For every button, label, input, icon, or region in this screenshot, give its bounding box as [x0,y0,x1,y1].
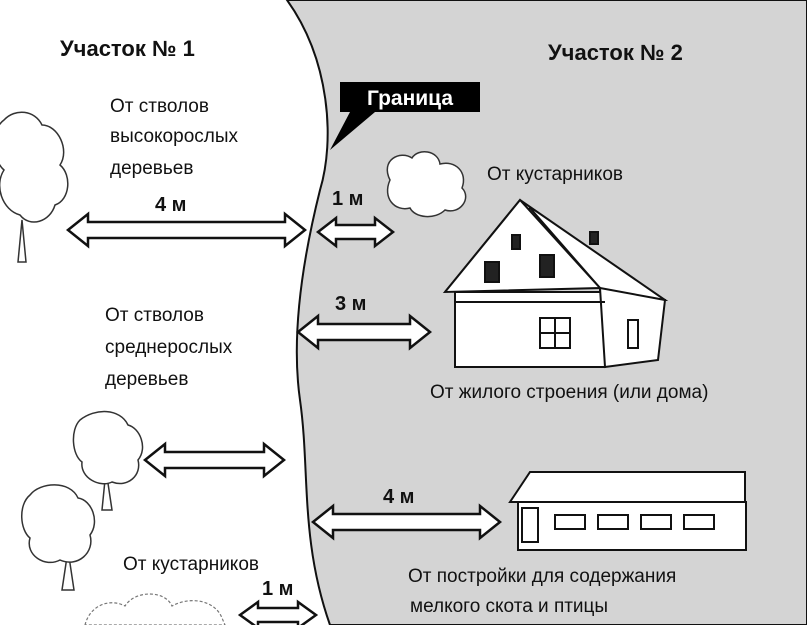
tall-trees-label-1: От стволов [110,96,209,117]
shrubs-left-label: От кустарников [123,554,259,575]
barn-distance: 4 м [383,486,414,508]
tall-trees-label-2: высокорослых [110,126,238,147]
medium-trees-label-3: деревьев [105,369,188,390]
tall-trees-label-3: деревьев [110,158,193,179]
medium-trees-label-1: От стволов [105,305,204,326]
barn-label-1: От постройки для содержания [408,566,676,587]
medium-tree-icon-1 [73,412,142,510]
barn-icon [510,472,746,550]
house-label: От жилого строения (или дома) [430,382,708,403]
boundary-label-text: Граница [367,87,453,110]
plot1-title: Участок № 1 [60,36,195,61]
medium-trees-label-2: среднерослых [105,337,233,358]
shrubs-left-arrow [240,602,316,625]
house-distance: 3 м [335,293,366,315]
shrub-icon-left [85,594,225,625]
plot2-title: Участок № 2 [548,40,683,65]
tall-trees-arrow [68,214,305,246]
shrubs-right-label: От кустарников [487,164,623,185]
tall-tree-icon [0,112,68,262]
shrubs-left-distance: 1 м [262,578,293,600]
barn-label-2: мелкого скота и птицы [410,596,608,617]
medium-trees-arrow [145,444,284,476]
tall-trees-distance: 4 м [155,194,186,216]
shrubs-right-distance: 1 м [332,188,363,210]
medium-tree-icon-2 [22,485,95,590]
